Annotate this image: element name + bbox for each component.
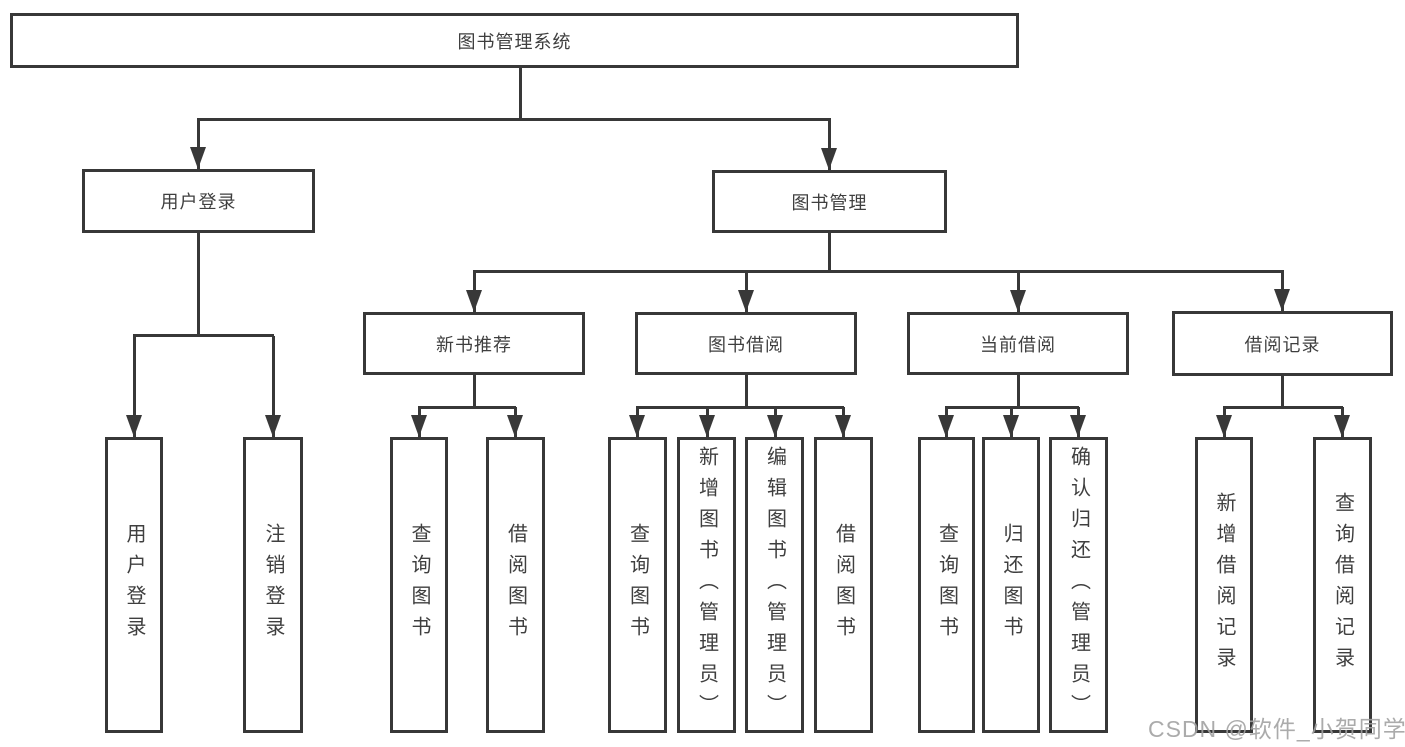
- leaf-confirm-return-admin: 确认归还（管理员）: [1049, 437, 1108, 733]
- node-book-management: 图书管理: [712, 170, 947, 233]
- arrow-down-icon: [629, 407, 645, 437]
- node-new-book-recommend-label: 新书推荐: [436, 334, 512, 355]
- leaf-add-books-admin-label: 新增图书（管理员）: [695, 445, 718, 725]
- node-current-borrow-label: 当前借阅: [980, 334, 1056, 355]
- arrow-down-icon: [1003, 407, 1019, 437]
- leaf-logout-label: 注销登录: [262, 523, 284, 647]
- connector-line: [1017, 375, 1020, 408]
- arrow-down-icon: [411, 407, 427, 437]
- node-current-borrow: 当前借阅: [907, 312, 1129, 375]
- leaf-query-borrow-record: 查询借阅记录: [1313, 437, 1372, 733]
- arrow-down-icon: [738, 272, 754, 312]
- leaf-user-login-label: 用户登录: [123, 523, 145, 647]
- leaf-query-books-current-label: 查询图书: [935, 523, 958, 647]
- arrow-down-icon: [1274, 272, 1290, 311]
- leaf-edit-books-admin-label: 编辑图书（管理员）: [763, 445, 786, 725]
- connector-line: [745, 375, 748, 408]
- node-borrow-records: 借阅记录: [1172, 311, 1393, 376]
- connector-line: [1223, 406, 1343, 409]
- arrow-down-icon: [835, 407, 851, 437]
- arrow-down-icon: [265, 336, 281, 437]
- leaf-borrow-books: 借阅图书: [814, 437, 873, 733]
- watermark: CSDN @软件_小贺同学: [1148, 716, 1405, 742]
- arrow-down-icon: [821, 119, 837, 170]
- connector-line: [473, 270, 1284, 273]
- connector-line: [418, 406, 516, 409]
- leaf-add-borrow-record: 新增借阅记录: [1195, 437, 1253, 733]
- leaf-edit-books-admin: 编辑图书（管理员）: [745, 437, 804, 733]
- arrow-down-icon: [507, 407, 523, 437]
- connector-line: [197, 233, 200, 336]
- arrow-down-icon: [938, 407, 954, 437]
- leaf-user-login: 用户登录: [105, 437, 163, 733]
- arrow-down-icon: [767, 407, 783, 437]
- leaf-return-books-label: 归还图书: [1000, 523, 1022, 647]
- leaf-logout: 注销登录: [243, 437, 303, 733]
- leaf-add-borrow-record-label: 新增借阅记录: [1213, 492, 1235, 678]
- arrow-down-icon: [190, 119, 206, 169]
- arrow-down-icon: [466, 272, 482, 312]
- connector-line: [1281, 376, 1284, 408]
- connector-line: [828, 233, 831, 272]
- arrow-down-icon: [1216, 407, 1232, 437]
- leaf-confirm-return-admin-label: 确认归还（管理员）: [1067, 445, 1090, 725]
- leaf-query-books-recommend: 查询图书: [390, 437, 448, 733]
- leaf-query-books-borrow: 查询图书: [608, 437, 667, 733]
- connector-line: [636, 406, 844, 409]
- node-book-borrow-label: 图书借阅: [708, 334, 784, 355]
- leaf-borrow-books-recommend: 借阅图书: [486, 437, 545, 733]
- leaf-borrow-books-label: 借阅图书: [832, 523, 855, 647]
- connector-line: [197, 118, 831, 121]
- arrow-down-icon: [1010, 272, 1026, 312]
- leaf-borrow-books-recommend-label: 借阅图书: [504, 523, 527, 647]
- node-user-login-label: 用户登录: [160, 192, 237, 212]
- connector-line: [473, 375, 476, 408]
- root-node-label: 图书管理系统: [457, 31, 572, 52]
- node-borrow-records-label: 借阅记录: [1244, 334, 1321, 355]
- node-user-login: 用户登录: [82, 169, 315, 233]
- leaf-add-books-admin: 新增图书（管理员）: [677, 437, 736, 733]
- leaf-query-books-borrow-label: 查询图书: [626, 523, 649, 647]
- leaf-query-borrow-record-label: 查询借阅记录: [1331, 492, 1354, 678]
- leaf-query-books-recommend-label: 查询图书: [408, 523, 430, 647]
- node-new-book-recommend: 新书推荐: [363, 312, 585, 375]
- connector-line: [133, 334, 274, 337]
- root-node-library-management-system: 图书管理系统: [10, 13, 1019, 68]
- arrow-down-icon: [1070, 407, 1086, 437]
- node-book-management-label: 图书管理: [791, 192, 868, 213]
- arrow-down-icon: [699, 407, 715, 437]
- node-book-borrow: 图书借阅: [635, 312, 857, 375]
- connector-line: [519, 68, 522, 119]
- leaf-return-books: 归还图书: [982, 437, 1040, 733]
- arrow-down-icon: [126, 336, 142, 437]
- leaf-query-books-current: 查询图书: [918, 437, 975, 733]
- arrow-down-icon: [1334, 407, 1350, 437]
